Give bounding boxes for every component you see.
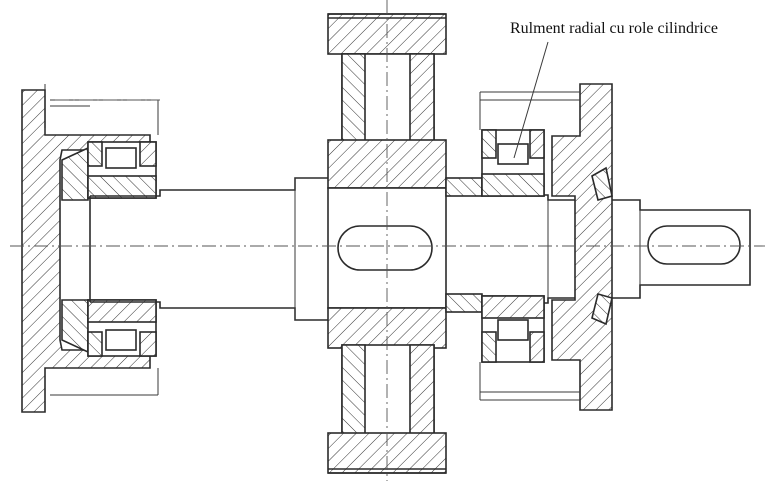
bearing-callout-label: Rulment radial cu role cilindrice xyxy=(510,20,718,37)
left-inner-cover xyxy=(61,146,89,354)
left-roller-bearing xyxy=(87,141,157,357)
spacer-sleeve xyxy=(445,177,483,313)
keyways xyxy=(337,225,741,271)
right-roller-bearing xyxy=(481,129,545,363)
right-housing xyxy=(479,83,613,411)
callout-leader xyxy=(513,41,549,159)
right-seal xyxy=(591,166,613,326)
